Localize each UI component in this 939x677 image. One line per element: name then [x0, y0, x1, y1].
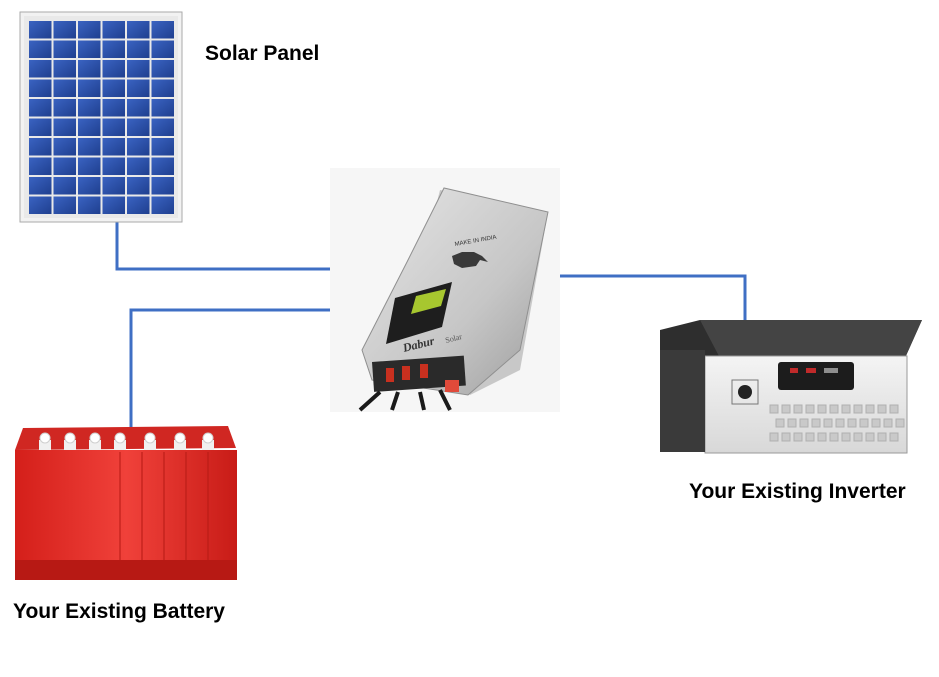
battery-label: Your Existing Battery — [13, 600, 225, 623]
solar-panel-label: Solar Panel — [205, 42, 320, 65]
charge-controller-image: MAKE IN INDIA Dabur Solar — [330, 168, 560, 412]
svg-text:Solar: Solar — [444, 332, 463, 345]
inverter-label: Your Existing Inverter — [689, 480, 906, 503]
wiring — [115, 222, 747, 437]
solar-panel-image — [19, 11, 183, 223]
wire-panel-to-controller — [115, 222, 330, 271]
wire-battery-to-controller — [129, 308, 330, 437]
wire-controller-to-inverter — [560, 274, 747, 324]
inverter-image — [660, 320, 922, 454]
battery-image — [15, 426, 237, 580]
